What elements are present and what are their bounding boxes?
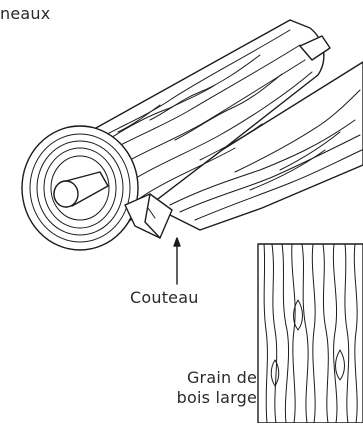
wide-grain-label-line2: bois large	[177, 388, 257, 408]
knife-label: Couteau	[130, 288, 199, 307]
top-cropped-label: neaux	[0, 4, 50, 23]
wide-grain-label: Grain de bois large	[177, 368, 257, 408]
wide-grain-label-line1: Grain de	[177, 368, 257, 388]
knife-pointer-arrow	[174, 238, 180, 246]
